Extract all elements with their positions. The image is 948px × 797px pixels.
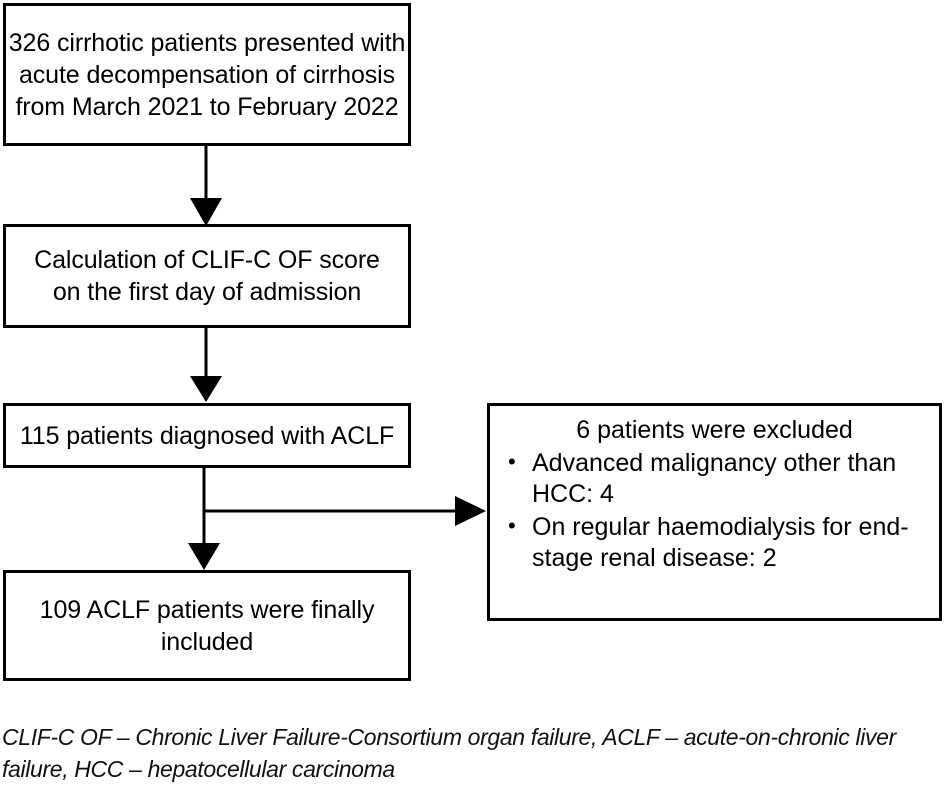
arrow-cohort-to-score [190, 146, 222, 226]
node-score-line-1: Calculation of CLIF-C OF score [34, 246, 380, 274]
excluded-reason-item: Advanced malignancy other than HCC: 4 [504, 447, 929, 511]
node-included-line-1: 109 ACLF patients were finally [39, 595, 375, 624]
caption-line-2: failure, HCC – hepatocellular carcinoma [2, 755, 395, 782]
node-aclf-diagnosed: 115 patients diagnosed with ACLF [3, 403, 411, 468]
node-included-line-2: included [160, 627, 254, 656]
arrow-aclf-to-excluded [204, 496, 486, 526]
node-score-line-2: on the first day of admission [52, 278, 362, 306]
node-cohort: 326 cirrhotic patients presented with ac… [3, 3, 411, 146]
excluded-reason-item: On regular haemodialysis for end-stage r… [504, 511, 929, 575]
excluded-title: 6 patients were excluded [576, 416, 853, 444]
node-cohort-line-1: 326 cirrhotic patients presented with [8, 28, 406, 57]
arrow-score-to-aclf [190, 328, 222, 402]
figure-caption: CLIF-C OF – Chronic Liver Failure-Consor… [2, 722, 946, 785]
node-finally-included: 109 ACLF patients were finally included [3, 570, 411, 681]
arrow-aclf-to-included [188, 468, 220, 570]
node-cohort-line-3: from March 2021 to February 2022 [15, 92, 399, 121]
node-score-calculation: Calculation of CLIF-C OF score on the fi… [3, 224, 411, 328]
excluded-reason-list: Advanced malignancy other than HCC: 4 On… [500, 447, 929, 575]
node-cohort-line-2: acute decompensation of cirrhosis [18, 60, 396, 89]
caption-line-1: CLIF-C OF – Chronic Liver Failure-Consor… [2, 724, 896, 750]
node-aclf-line-1: 115 patients diagnosed with ACLF [19, 421, 395, 450]
node-excluded: 6 patients were excluded Advanced malign… [487, 403, 942, 621]
